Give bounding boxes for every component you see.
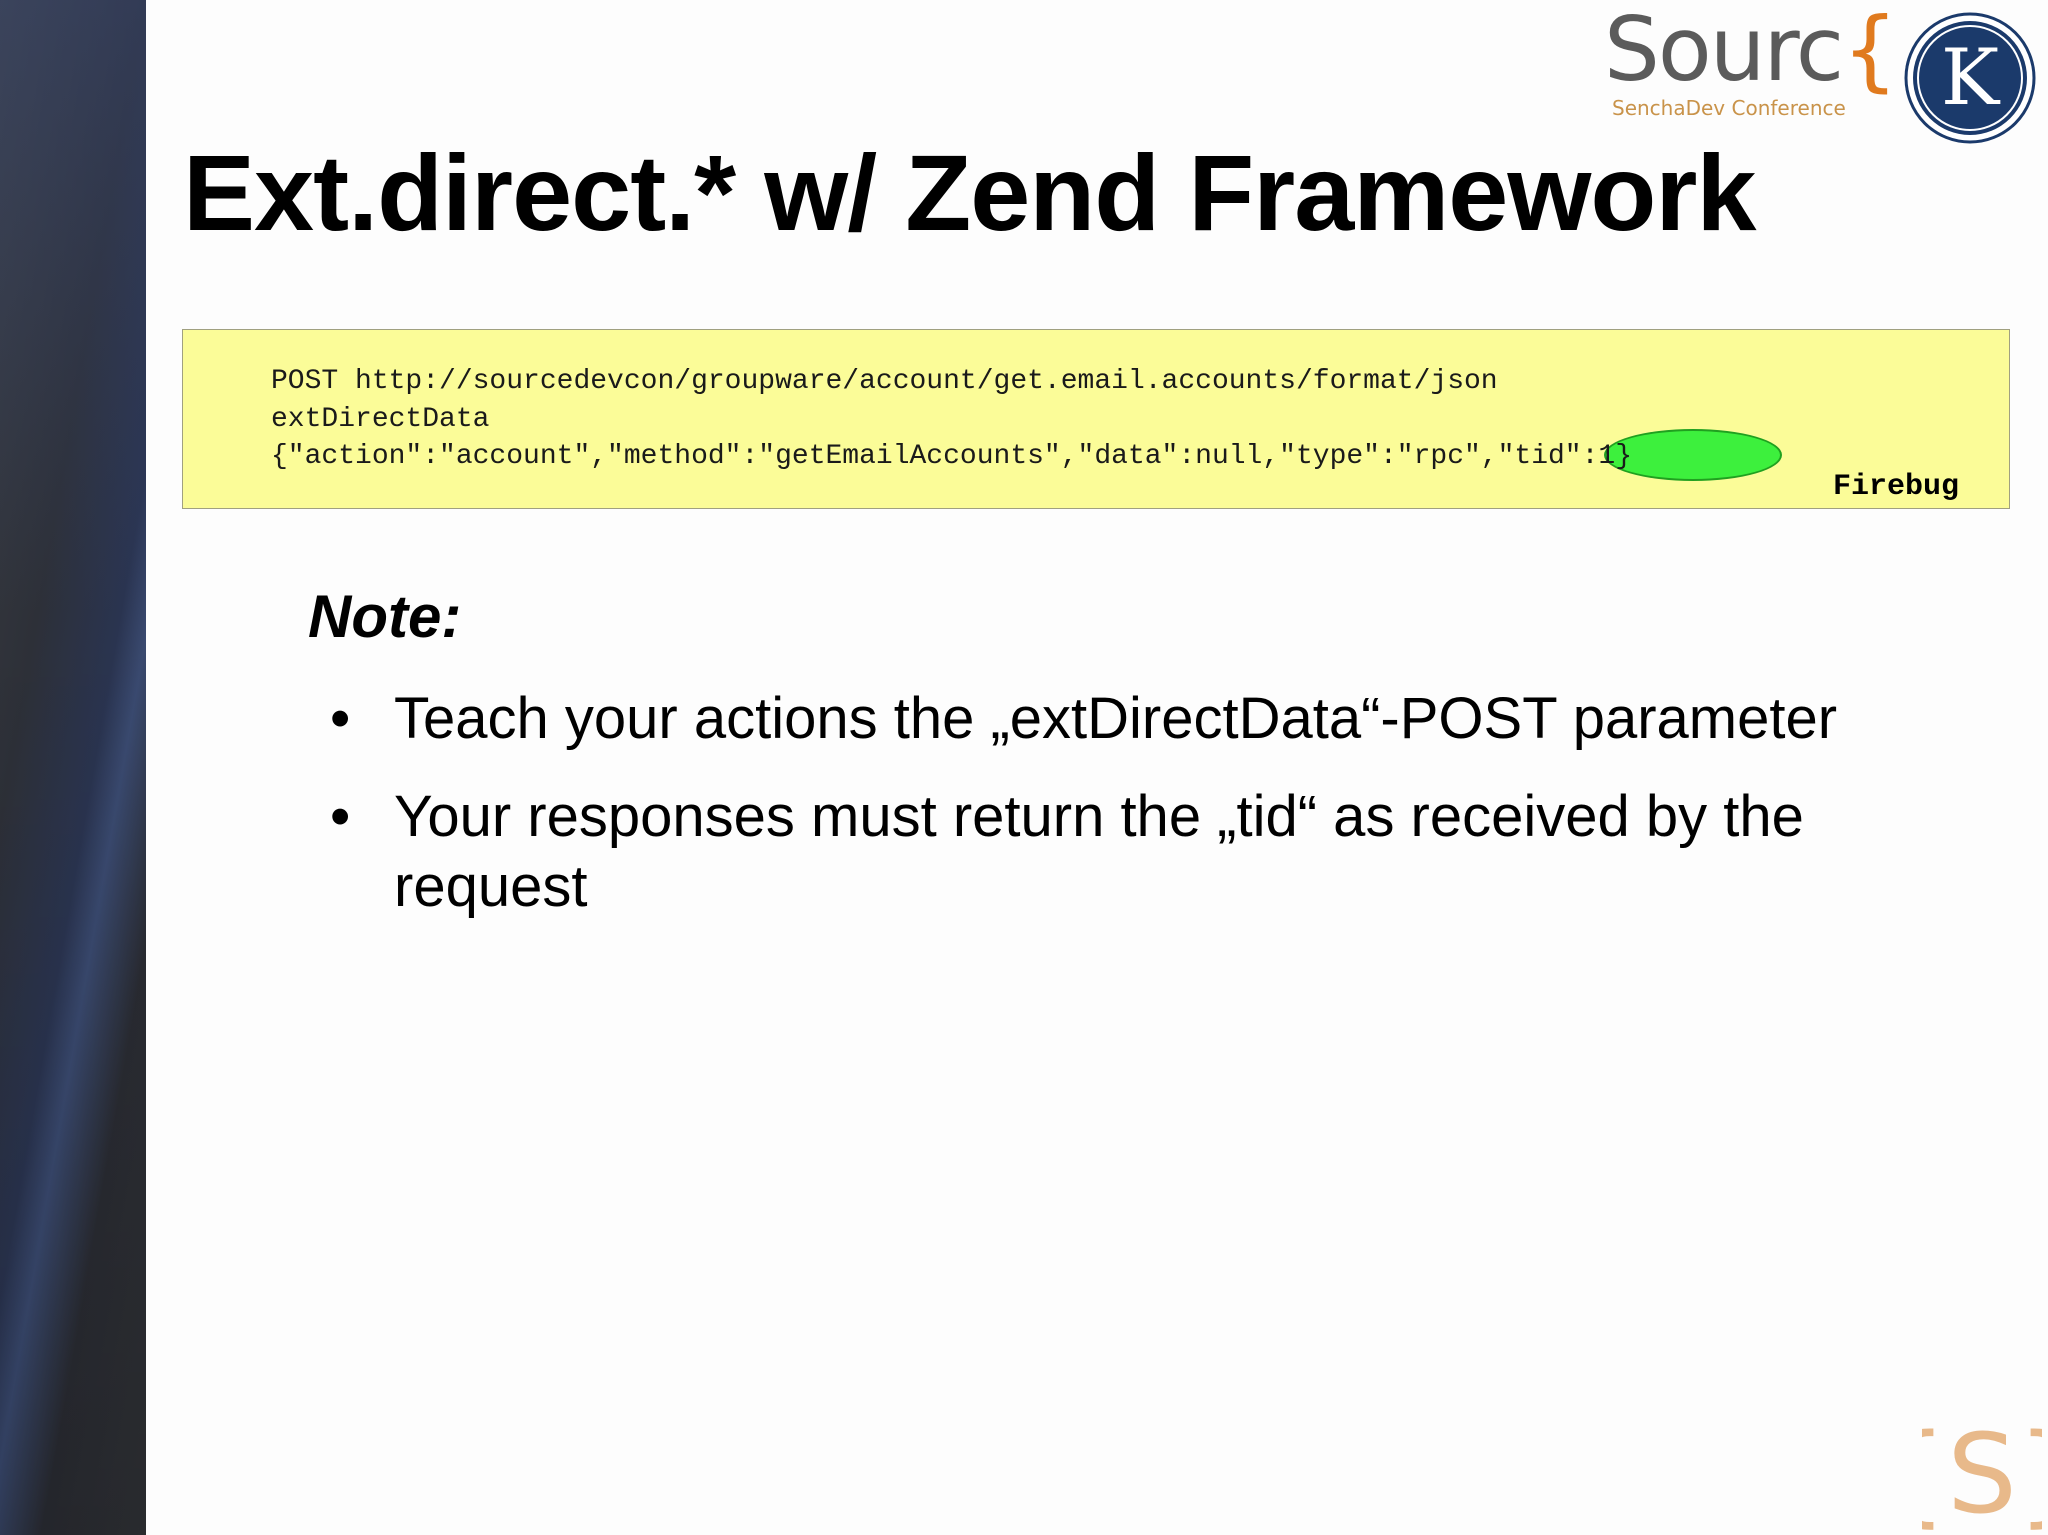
logo-subtitle: SenchaDev Conference: [1612, 96, 1846, 120]
bullet-item: • Teach your actions the „extDirectData“…: [330, 684, 1990, 754]
svg-text:{S}: {S}: [1922, 1410, 2042, 1530]
slide-title: Ext.direct.* w/ Zend Framework: [183, 132, 1756, 253]
left-decorative-bar: [0, 0, 146, 1535]
badge-letter: K: [1941, 33, 2001, 123]
note-bullet-list: • Teach your actions the „extDirectData“…: [330, 684, 1990, 950]
bullet-dot-icon: •: [330, 686, 351, 751]
bullet-dot-icon: •: [330, 784, 351, 849]
code-line-payload: {"action":"account","method":"getEmailAc…: [271, 441, 1633, 472]
source-conference-logo: Sourc{ SenchaDev Conference: [1604, 6, 1904, 126]
corner-s-logo: {S}: [1922, 1410, 2042, 1530]
bullet-text: Teach your actions the „extDirectData“-P…: [394, 686, 1838, 751]
note-heading: Note:: [308, 583, 462, 650]
code-line-request: POST http://sourcedevcon/groupware/accou…: [271, 366, 1498, 397]
bullet-text: Your responses must return the „tid“ as …: [394, 784, 1804, 919]
code-line-param: extDirectData: [271, 404, 490, 435]
tid-highlight-ellipse: [1604, 429, 1782, 481]
bullet-item: • Your responses must return the „tid“ a…: [330, 782, 1990, 922]
k-badge-logo: K: [1904, 12, 2036, 144]
code-box: POST http://sourcedevcon/groupware/accou…: [182, 329, 2010, 509]
logo-brace: {: [1842, 0, 1898, 101]
firebug-caption: Firebug: [1832, 470, 1959, 504]
logo-word: Sourc: [1604, 0, 1844, 101]
